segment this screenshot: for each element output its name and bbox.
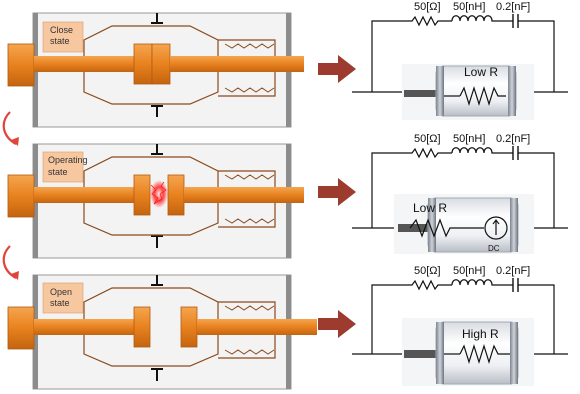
resistor-label: 50[Ω] [414, 1, 441, 13]
right-arrow-2 [318, 178, 356, 206]
resistance-symbol [459, 343, 510, 365]
state-label-line-1: Operating [48, 155, 88, 165]
resistor-symbol [371, 279, 452, 354]
moving-rod [170, 56, 304, 72]
state-label-line-1: Open [50, 287, 72, 297]
moving-contact [151, 43, 171, 85]
resistance-symbol [409, 218, 484, 238]
bellows-spring-top [224, 305, 275, 311]
state-label-box [42, 151, 84, 183]
state-label-line-1: Close [50, 25, 73, 35]
resistance-symbol [459, 85, 506, 107]
arc-glow [150, 180, 168, 208]
state-label-line-2: state [50, 298, 70, 308]
inductor-label: 50[nH] [453, 133, 485, 145]
panel-open-state: Open state [7, 274, 317, 390]
circuit-operating: 50[Ω] 50[nH] 0.2[nF] Low R DC [352, 133, 568, 254]
state-label-box [42, 282, 84, 314]
moving-rod [184, 187, 304, 203]
resistor-symbol [371, 15, 452, 92]
right-arrow-3 [318, 310, 356, 338]
circuit-open: 50[Ω] 50[nH] 0.2[nF] High R [352, 265, 568, 386]
inductor-symbol [451, 279, 513, 286]
capacitor-label: 0.2[nF] [496, 133, 530, 145]
circuit-wire [518, 152, 555, 228]
bellows-spring-bottom [224, 349, 275, 355]
fixed-rod [34, 56, 134, 72]
fixed-terminal-block [7, 174, 35, 218]
fixed-rod [34, 319, 134, 335]
dc-source-symbol [484, 216, 508, 240]
bellows-spring-top [224, 174, 275, 180]
transition-arrow-1 [2, 111, 19, 146]
resistor-label: 50[Ω] [414, 133, 441, 145]
resistor-symbol [371, 147, 452, 228]
state-label-line-2: state [48, 167, 68, 177]
resistor-label: 50[Ω] [414, 265, 441, 277]
arc-spark [150, 181, 167, 205]
inductor-symbol [451, 147, 513, 154]
circuit-close: 50[Ω] 50[nH] 0.2[nF] Low R [352, 1, 568, 120]
state-label-box [42, 21, 84, 53]
resistance-label: Low R [413, 201, 447, 215]
circuit-wire [518, 284, 555, 354]
capacitor-label: 0.2[nF] [496, 1, 530, 13]
moving-contact [167, 174, 185, 216]
right-arrow-1 [318, 55, 356, 83]
fixed-contact [133, 43, 153, 85]
moving-contact [180, 306, 198, 348]
fixed-contact [133, 174, 151, 216]
panel-operating-state: Operating state [7, 143, 304, 259]
panel-close-state: Close state [7, 12, 304, 128]
fixed-contact [133, 306, 151, 348]
inductor-symbol [451, 15, 513, 22]
resistance-label: High R [462, 327, 499, 341]
bellows-spring-bottom [224, 218, 275, 224]
moving-rod [197, 319, 317, 335]
capacitor-label: 0.2[nF] [496, 265, 530, 277]
fixed-terminal-block [7, 306, 35, 350]
inductor-label: 50[nH] [453, 1, 485, 13]
inductor-label: 50[nH] [453, 265, 485, 277]
bellows-spring-top [224, 43, 275, 49]
fixed-rod [34, 187, 134, 203]
state-label-line-2: state [50, 36, 70, 46]
transition-arrow-2 [2, 245, 19, 280]
resistance-label: Low R [464, 65, 498, 79]
circuit-wire [518, 20, 555, 92]
dc-label: DC [488, 244, 500, 253]
fixed-terminal-block [7, 43, 35, 87]
bellows-spring-bottom [224, 87, 275, 93]
